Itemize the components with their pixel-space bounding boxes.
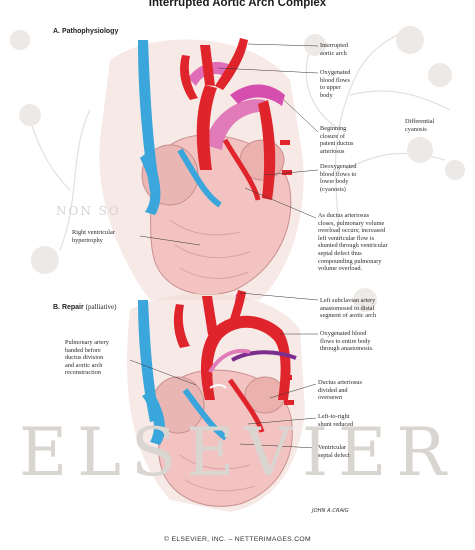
label-oxygenated-entire: Oxygenated blood flows to entire body th… <box>320 330 374 353</box>
label-shunt-reduced: Left-to-right shunt reduced <box>318 413 354 428</box>
label-vsd: Ventricular septal defect <box>318 444 350 459</box>
watermark-text: ELSEVIER <box>18 414 456 491</box>
artist-signature: JOHN A.CRAIG <box>312 508 349 514</box>
section-b-label: B. Repair (palliative) <box>53 303 116 311</box>
copyright-footer: © ELSEVIER, INC. – NETTERIMAGES.COM <box>164 536 311 543</box>
section-a-label: A. Pathophysiology <box>53 28 119 35</box>
label-ductus-closure: Beginning closure of patent ductus arter… <box>320 125 354 155</box>
label-subclavian-anastomosis: Left subclavian artery anastomosed to di… <box>320 297 377 320</box>
panel-a-leader-lines <box>139 43 319 246</box>
section-b-title: B. Repair <box>53 304 84 311</box>
watermark-tree <box>10 26 465 312</box>
label-interrupted-arch: Interrupted aortic arch <box>320 42 348 57</box>
panel-b-leader-lines <box>129 292 319 449</box>
label-rv-hypertrophy: Right ventricular hypertrophy <box>72 229 115 244</box>
panel-a-heart <box>99 38 304 307</box>
page-title: Interrupted Aortic Arch Complex <box>148 0 327 9</box>
label-oxygenated-upper: Oxygenated blood flows to upper body <box>320 69 351 99</box>
label-ductus-divided: Ductus arteriosus divided and oversewn <box>318 379 362 402</box>
label-differential-cyanosis: Differential cyanosis <box>405 118 435 133</box>
label-pa-banded: Pulmonary artery banded before ductus di… <box>65 339 109 377</box>
panel-b-heart <box>126 290 305 512</box>
label-deoxygenated-lower: Deoxygenated blood flows to lower body (… <box>320 163 357 193</box>
label-ductus-closes: As ductus arteriosus closes, pulmonary v… <box>318 212 388 273</box>
section-b-qualifier: (palliative) <box>85 303 117 311</box>
watermark-stamp: NON SO <box>56 204 121 218</box>
